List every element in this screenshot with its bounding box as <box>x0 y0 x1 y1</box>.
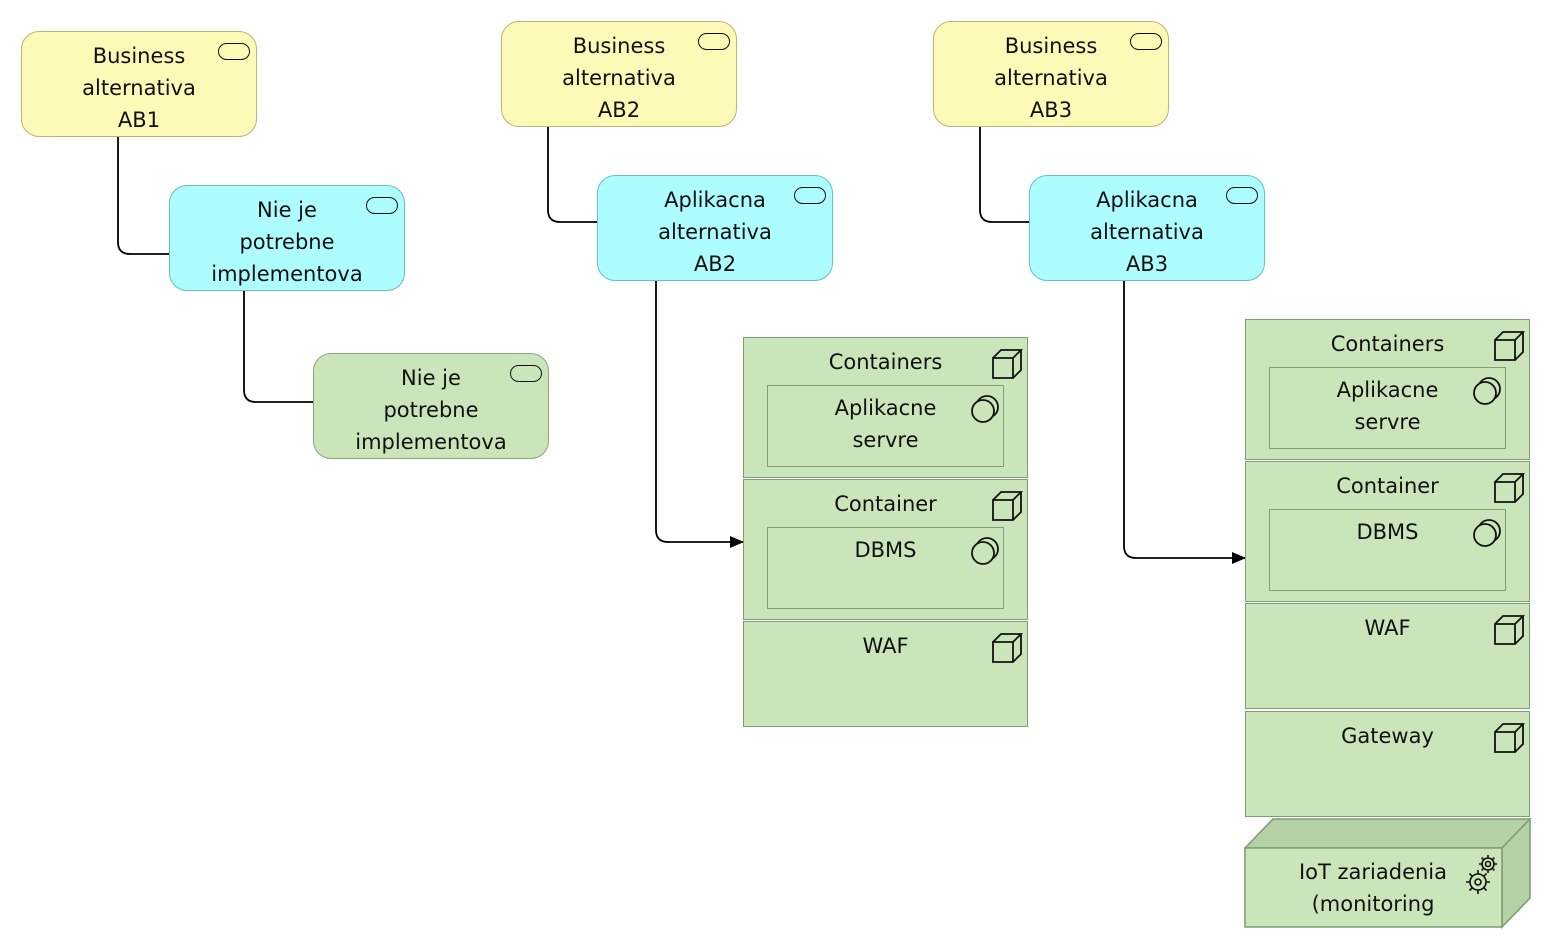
gears-icon <box>1466 855 1497 894</box>
node-label: Containers <box>1330 332 1445 356</box>
system-software-dbms-ab2[interactable]: DBMS <box>767 527 1004 609</box>
node-cube-icon <box>1494 723 1525 753</box>
service-label-line: implementova <box>211 262 363 286</box>
service-label-line: potrebne <box>239 230 335 254</box>
node-container-ab2[interactable]: Container DBMS <box>743 479 1028 620</box>
node-cube-icon <box>992 491 1023 521</box>
component-label: DBMS <box>1356 520 1419 544</box>
service-label-line: implementova <box>355 430 507 454</box>
service-label-line: alternativa <box>82 76 196 100</box>
node-label: Container <box>834 492 937 516</box>
business-service-ab2[interactable]: Business alternativa AB2 <box>501 21 737 127</box>
node-label: WAF <box>1364 616 1411 640</box>
connector-ab2-business-to-app[interactable] <box>547 127 597 223</box>
node-containers-ab3[interactable]: Containers Aplikacne servre <box>1245 319 1530 460</box>
service-label-line: AB3 <box>1029 98 1073 122</box>
connector-ab1-app-to-tech[interactable] <box>243 291 313 403</box>
system-software-app-servers-ab3[interactable]: Aplikacne servre <box>1269 367 1506 449</box>
technology-service-ab1[interactable]: Nie je potrebne implementova <box>313 353 549 459</box>
node-cube-icon <box>1494 615 1525 645</box>
node-cube-icon <box>1494 473 1525 503</box>
device-label-line: IoT zariadenia <box>1298 860 1448 884</box>
device-box-shape <box>1244 818 1532 929</box>
node-cube-icon <box>992 349 1023 379</box>
service-label-line: Business <box>92 44 186 68</box>
service-label-line: AB2 <box>693 252 737 276</box>
component-label-line: Aplikacne <box>1336 378 1439 402</box>
connector-ab1-business-to-app[interactable] <box>117 137 169 255</box>
system-software-icon <box>1473 377 1501 405</box>
business-service-ab1[interactable]: Business alternativa AB1 <box>21 31 257 137</box>
service-label-line: Nie je <box>401 366 461 390</box>
business-service-ab3[interactable]: Business alternativa AB3 <box>933 21 1169 127</box>
component-label-line: servre <box>852 428 919 452</box>
node-label: Container <box>1336 474 1439 498</box>
node-waf-ab3[interactable]: WAF <box>1245 603 1530 709</box>
service-icon <box>510 365 542 382</box>
component-label-line: Aplikacne <box>834 396 937 420</box>
application-service-ab2[interactable]: Aplikacna alternativa AB2 <box>597 175 833 281</box>
service-label-line: AB1 <box>117 108 161 132</box>
system-software-dbms-ab3[interactable]: DBMS <box>1269 509 1506 591</box>
service-icon <box>1130 33 1162 50</box>
connector-ab3-business-to-app[interactable] <box>979 127 1029 223</box>
node-waf-ab2[interactable]: WAF <box>743 621 1028 727</box>
node-gateway-ab3[interactable]: Gateway <box>1245 711 1530 817</box>
service-label-line: potrebne <box>383 398 479 422</box>
system-software-icon <box>971 395 999 423</box>
device-label-line: (monitoring <box>1311 892 1435 916</box>
service-icon <box>698 33 730 50</box>
node-cube-icon <box>1494 331 1525 361</box>
node-cube-icon <box>992 633 1023 663</box>
component-label: DBMS <box>854 538 917 562</box>
service-label-line: alternativa <box>658 220 772 244</box>
node-containers-ab2[interactable]: Containers Aplikacne servre <box>743 337 1028 478</box>
connector-ab2-app-to-stack[interactable] <box>655 281 744 548</box>
device-label: IoT zariadenia (monitoring <box>1245 856 1501 920</box>
node-container-ab3[interactable]: Container DBMS <box>1245 461 1530 602</box>
node-label: WAF <box>862 634 909 658</box>
service-icon <box>218 43 250 60</box>
service-icon <box>794 187 826 204</box>
service-label-line: AB2 <box>597 98 641 122</box>
connector-ab3-app-to-stack[interactable] <box>1123 281 1246 564</box>
application-service-ab3[interactable]: Aplikacna alternativa AB3 <box>1029 175 1265 281</box>
node-label: Containers <box>828 350 943 374</box>
service-label-line: Aplikacna <box>1096 188 1198 212</box>
component-label-line: servre <box>1354 410 1421 434</box>
service-label-line: Business <box>572 34 666 58</box>
service-label-line: alternativa <box>994 66 1108 90</box>
system-software-icon <box>1473 519 1501 547</box>
application-service-ab1[interactable]: Nie je potrebne implementova <box>169 185 405 291</box>
service-icon <box>1226 187 1258 204</box>
system-software-app-servers-ab2[interactable]: Aplikacne servre <box>767 385 1004 467</box>
service-icon <box>366 197 398 214</box>
service-label-line: AB3 <box>1125 252 1169 276</box>
node-label: Gateway <box>1341 724 1434 748</box>
service-label-line: Business <box>1004 34 1098 58</box>
service-label-line: alternativa <box>562 66 676 90</box>
service-label-line: alternativa <box>1090 220 1204 244</box>
service-label-line: Nie je <box>257 198 317 222</box>
system-software-icon <box>971 537 999 565</box>
device-iot-ab3[interactable]: IoT zariadenia (monitoring <box>1244 818 1532 948</box>
service-label-line: Aplikacna <box>664 188 766 212</box>
